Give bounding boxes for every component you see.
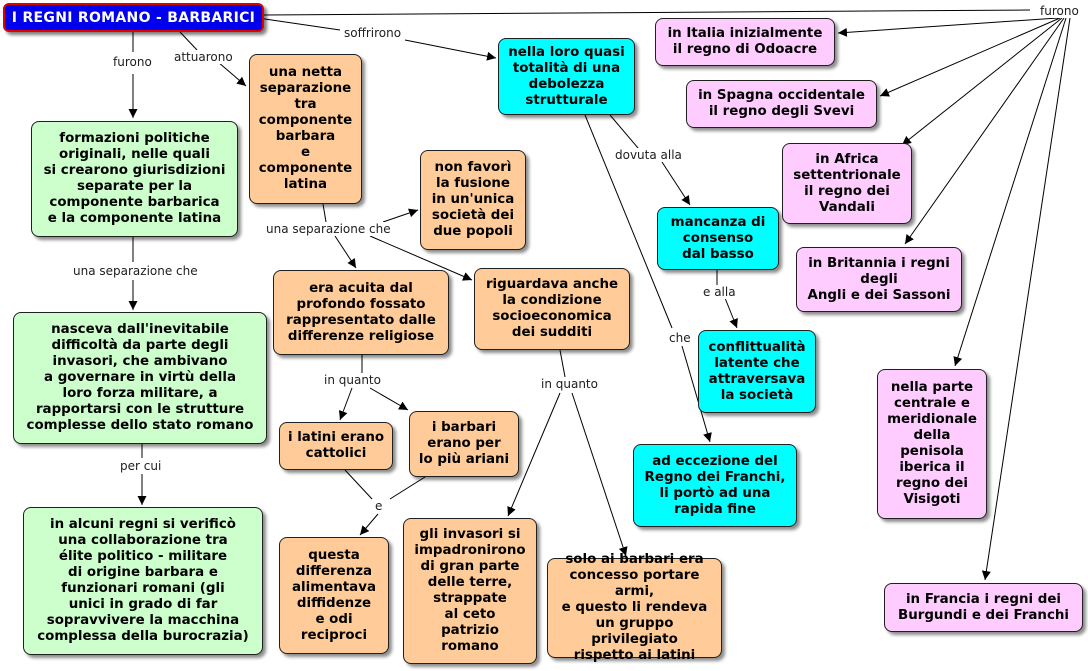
link-title-soffrirono [257,17,341,31]
link-inquanto-invasori [507,392,561,517]
link-che-franchi [681,345,712,443]
concept-latini: i latini erano cattolici [279,422,393,470]
label-in-quanto-2: in quanto [539,377,600,391]
label-sep-che-1: una separazione che [71,264,200,278]
label-che: che [667,331,693,345]
concept-invasori: gli invasori si impadronirono di gran pa… [403,518,537,664]
link-soffrirono-debolezza [404,39,497,61]
concept-conflittualita: conflittualità latente che attraversava … [698,330,816,413]
region-italia: in Italia inizialmente il regno di Odoac… [655,18,835,66]
link-sep2-acuita [334,235,357,269]
concept-non-favori: non favorì la fusione in un'unica societ… [420,150,526,250]
label-per-cui: per cui [118,459,164,473]
region-francia: in Francia i regni dei Burgundi e dei Fr… [884,583,1083,632]
concept-acuita: era acuita dal profondo fossato rapprese… [273,270,449,355]
concept-riguardava: riguardava anche la condizione socioecon… [474,268,630,350]
concept-collaborazione: in alcuni regni si verificò una collabor… [23,507,263,655]
region-britannia: in Britannia i regni degli Angli e dei S… [796,247,962,312]
label-dovuta-alla: dovuta alla [613,148,684,162]
link-furono-spagna [879,17,1061,97]
label-furono-right: furono [1038,4,1081,18]
link-title-attuarono [179,31,198,51]
concept-separazione: una netta separazione tra componente bar… [249,54,362,204]
concept-diffidenze: questa differenza alimentava diffidenze … [279,537,389,654]
link-debolezza-che [584,114,673,329]
link-sep2-nonfavori [382,208,419,223]
label-e-alla: e alla [701,285,738,299]
label-in-quanto-1: in quanto [322,373,383,387]
map-title: I REGNI ROMANO - BARBARICI [3,3,264,32]
label-e: e [373,499,385,513]
concept-armi: solo ai barbari era concesso portare arm… [547,552,722,663]
label-sep-che-2: una separazione che [264,222,393,236]
concept-formazioni: formazioni politiche originali, nelle qu… [31,121,238,237]
concept-nasceva: nasceva dall'inevitabile difficoltà da p… [13,312,267,444]
link-title-furono-right [263,9,1031,16]
link-inquanto-barbari [369,387,409,411]
concept-barbari: i barbari erano per lo più ariani [409,411,519,477]
region-visigoti: nella parte centrale e meridionale della… [877,369,987,519]
link-furono-italia [837,17,1059,37]
link-sep2-riguardava [369,235,473,281]
link-debolezza-dovuta [609,114,639,149]
region-africa: in Africa settentrionale il regno dei Va… [782,143,912,224]
concept-franchi-fine: ad eccezione del Regno dei Franchi, li p… [633,444,797,527]
label-furono-left: furono [111,55,154,69]
concept-consenso: mancanza di consenso dal basso [657,207,779,270]
link-riguardava-inquanto [559,349,566,378]
link-ealla-conflitt [724,297,738,329]
link-separazione-sep2 [322,203,327,223]
link-furono-britannia [904,17,1065,245]
concept-debolezza: nella loro quasi totalità di una debolez… [498,38,635,115]
region-spagna: in Spagna occidentale il regno degli Sve… [686,80,877,128]
link-latini-e [344,469,373,500]
link-furono-visigoti [953,17,1067,367]
label-attuarono: attuarono [172,50,235,64]
link-furono-francia [981,17,1071,581]
link-inquanto-armi [571,392,628,557]
link-attuarono-separazione [217,61,247,87]
link-barbari-e [389,476,426,500]
label-soffrirono: soffrirono [342,26,404,40]
link-dovuta-consenso [661,161,691,206]
link-furono-africa [901,17,1063,146]
link-e-diffidenze [359,513,379,536]
link-inquanto-latini [338,387,353,421]
